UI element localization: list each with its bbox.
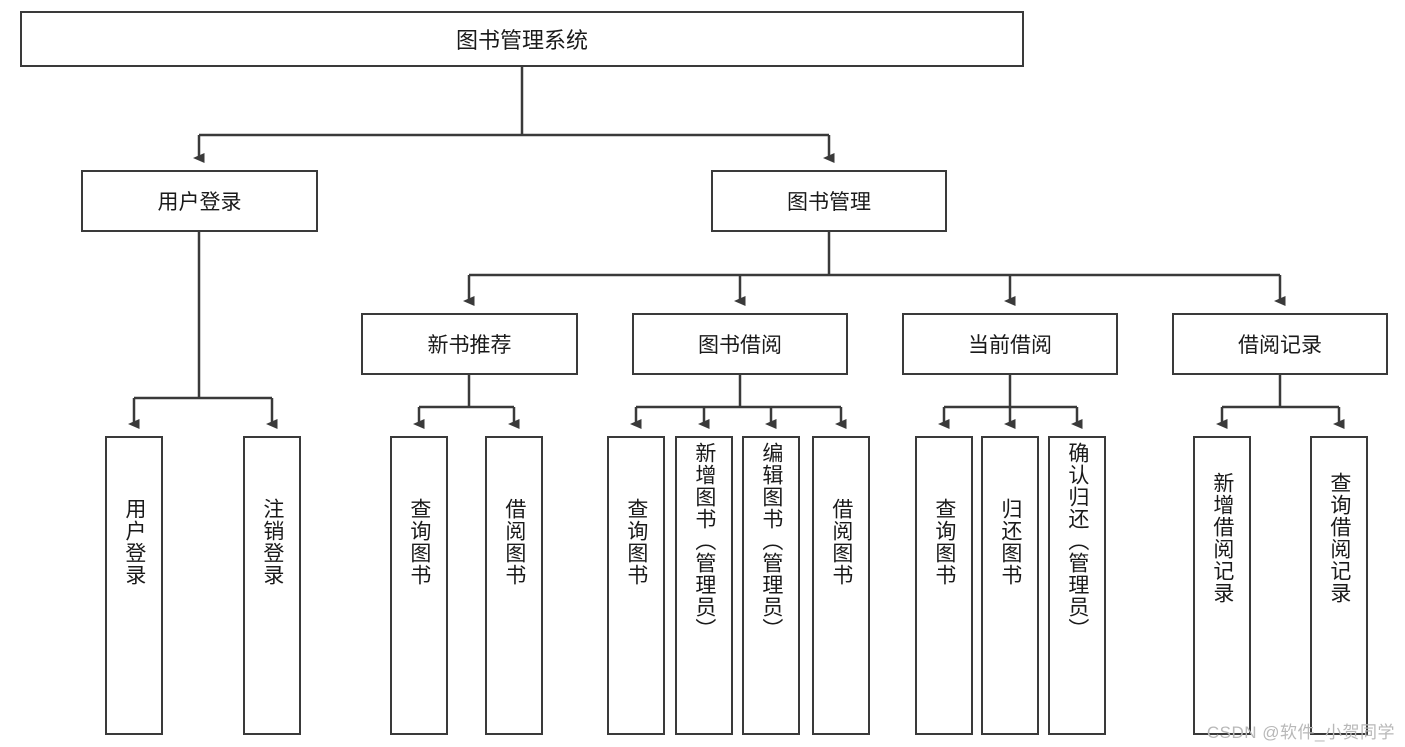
edge-group-new-book-rec bbox=[413, 375, 520, 429]
csdn-watermark: CSDN @软件_小贺同学 bbox=[1206, 723, 1395, 742]
leaf-add-book[interactable]: 新增图书（管理员） bbox=[675, 436, 733, 735]
edge-group-root bbox=[193, 67, 835, 163]
leaf-edit-book-label: 编辑图书（管理员） bbox=[759, 442, 783, 640]
edge-group-book-manage bbox=[463, 232, 1286, 306]
node-borrow-record[interactable]: 借阅记录 bbox=[1172, 313, 1388, 375]
node-user-login[interactable]: 用户登录 bbox=[81, 170, 318, 232]
edge-group-borrow-record bbox=[1216, 375, 1345, 429]
node-root[interactable]: 图书管理系统 bbox=[20, 11, 1024, 67]
leaf-query-record-label: 查询借阅记录 bbox=[1327, 472, 1351, 604]
node-borrow-record-label: 借阅记录 bbox=[1238, 334, 1322, 357]
node-current-borrow-label: 当前借阅 bbox=[968, 334, 1052, 357]
leaf-add-book-label: 新增图书（管理员） bbox=[692, 442, 716, 640]
node-root-label: 图书管理系统 bbox=[455, 28, 588, 53]
leaf-query-book-2-label: 查询图书 bbox=[624, 498, 648, 586]
node-book-borrow[interactable]: 图书借阅 bbox=[632, 313, 848, 375]
leaf-borrow-book-2-label: 借阅图书 bbox=[829, 498, 853, 586]
edge-group-current-borrow bbox=[938, 375, 1083, 429]
node-book-manage-label: 图书管理 bbox=[787, 191, 871, 214]
leaf-confirm-return-label: 确认归还（管理员） bbox=[1065, 442, 1089, 640]
leaf-query-book-3-label: 查询图书 bbox=[932, 498, 956, 586]
leaf-edit-book[interactable]: 编辑图书（管理员） bbox=[742, 436, 800, 735]
leaf-query-book-2[interactable]: 查询图书 bbox=[607, 436, 665, 735]
leaf-return-book[interactable]: 归还图书 bbox=[981, 436, 1039, 735]
leaf-return-book-label: 归还图书 bbox=[998, 498, 1022, 586]
leaf-borrow-book-1[interactable]: 借阅图书 bbox=[485, 436, 543, 735]
leaf-confirm-return[interactable]: 确认归还（管理员） bbox=[1048, 436, 1106, 735]
leaf-query-record[interactable]: 查询借阅记录 bbox=[1310, 436, 1368, 735]
node-book-manage[interactable]: 图书管理 bbox=[711, 170, 947, 232]
leaf-user-logout[interactable]: 注销登录 bbox=[243, 436, 301, 735]
leaf-add-record[interactable]: 新增借阅记录 bbox=[1193, 436, 1251, 735]
leaf-query-book-1-label: 查询图书 bbox=[407, 498, 431, 586]
node-new-book-rec-label: 新书推荐 bbox=[427, 334, 512, 357]
leaf-add-record-label: 新增借阅记录 bbox=[1210, 472, 1234, 604]
leaf-borrow-book-1-label: 借阅图书 bbox=[502, 498, 526, 586]
node-new-book-rec[interactable]: 新书推荐 bbox=[361, 313, 578, 375]
node-user-login-label: 用户登录 bbox=[157, 191, 242, 214]
leaf-borrow-book-2[interactable]: 借阅图书 bbox=[812, 436, 870, 735]
leaf-query-book-1[interactable]: 查询图书 bbox=[390, 436, 448, 735]
node-current-borrow[interactable]: 当前借阅 bbox=[902, 313, 1118, 375]
leaf-query-book-3[interactable]: 查询图书 bbox=[915, 436, 973, 735]
node-book-borrow-label: 图书借阅 bbox=[698, 334, 782, 357]
leaf-user-login[interactable]: 用户登录 bbox=[105, 436, 163, 735]
edge-group-book-borrow bbox=[630, 375, 847, 429]
leaf-user-logout-label: 注销登录 bbox=[260, 498, 284, 586]
edge-group-user-login bbox=[128, 232, 278, 429]
leaf-user-login-label: 用户登录 bbox=[122, 498, 146, 586]
